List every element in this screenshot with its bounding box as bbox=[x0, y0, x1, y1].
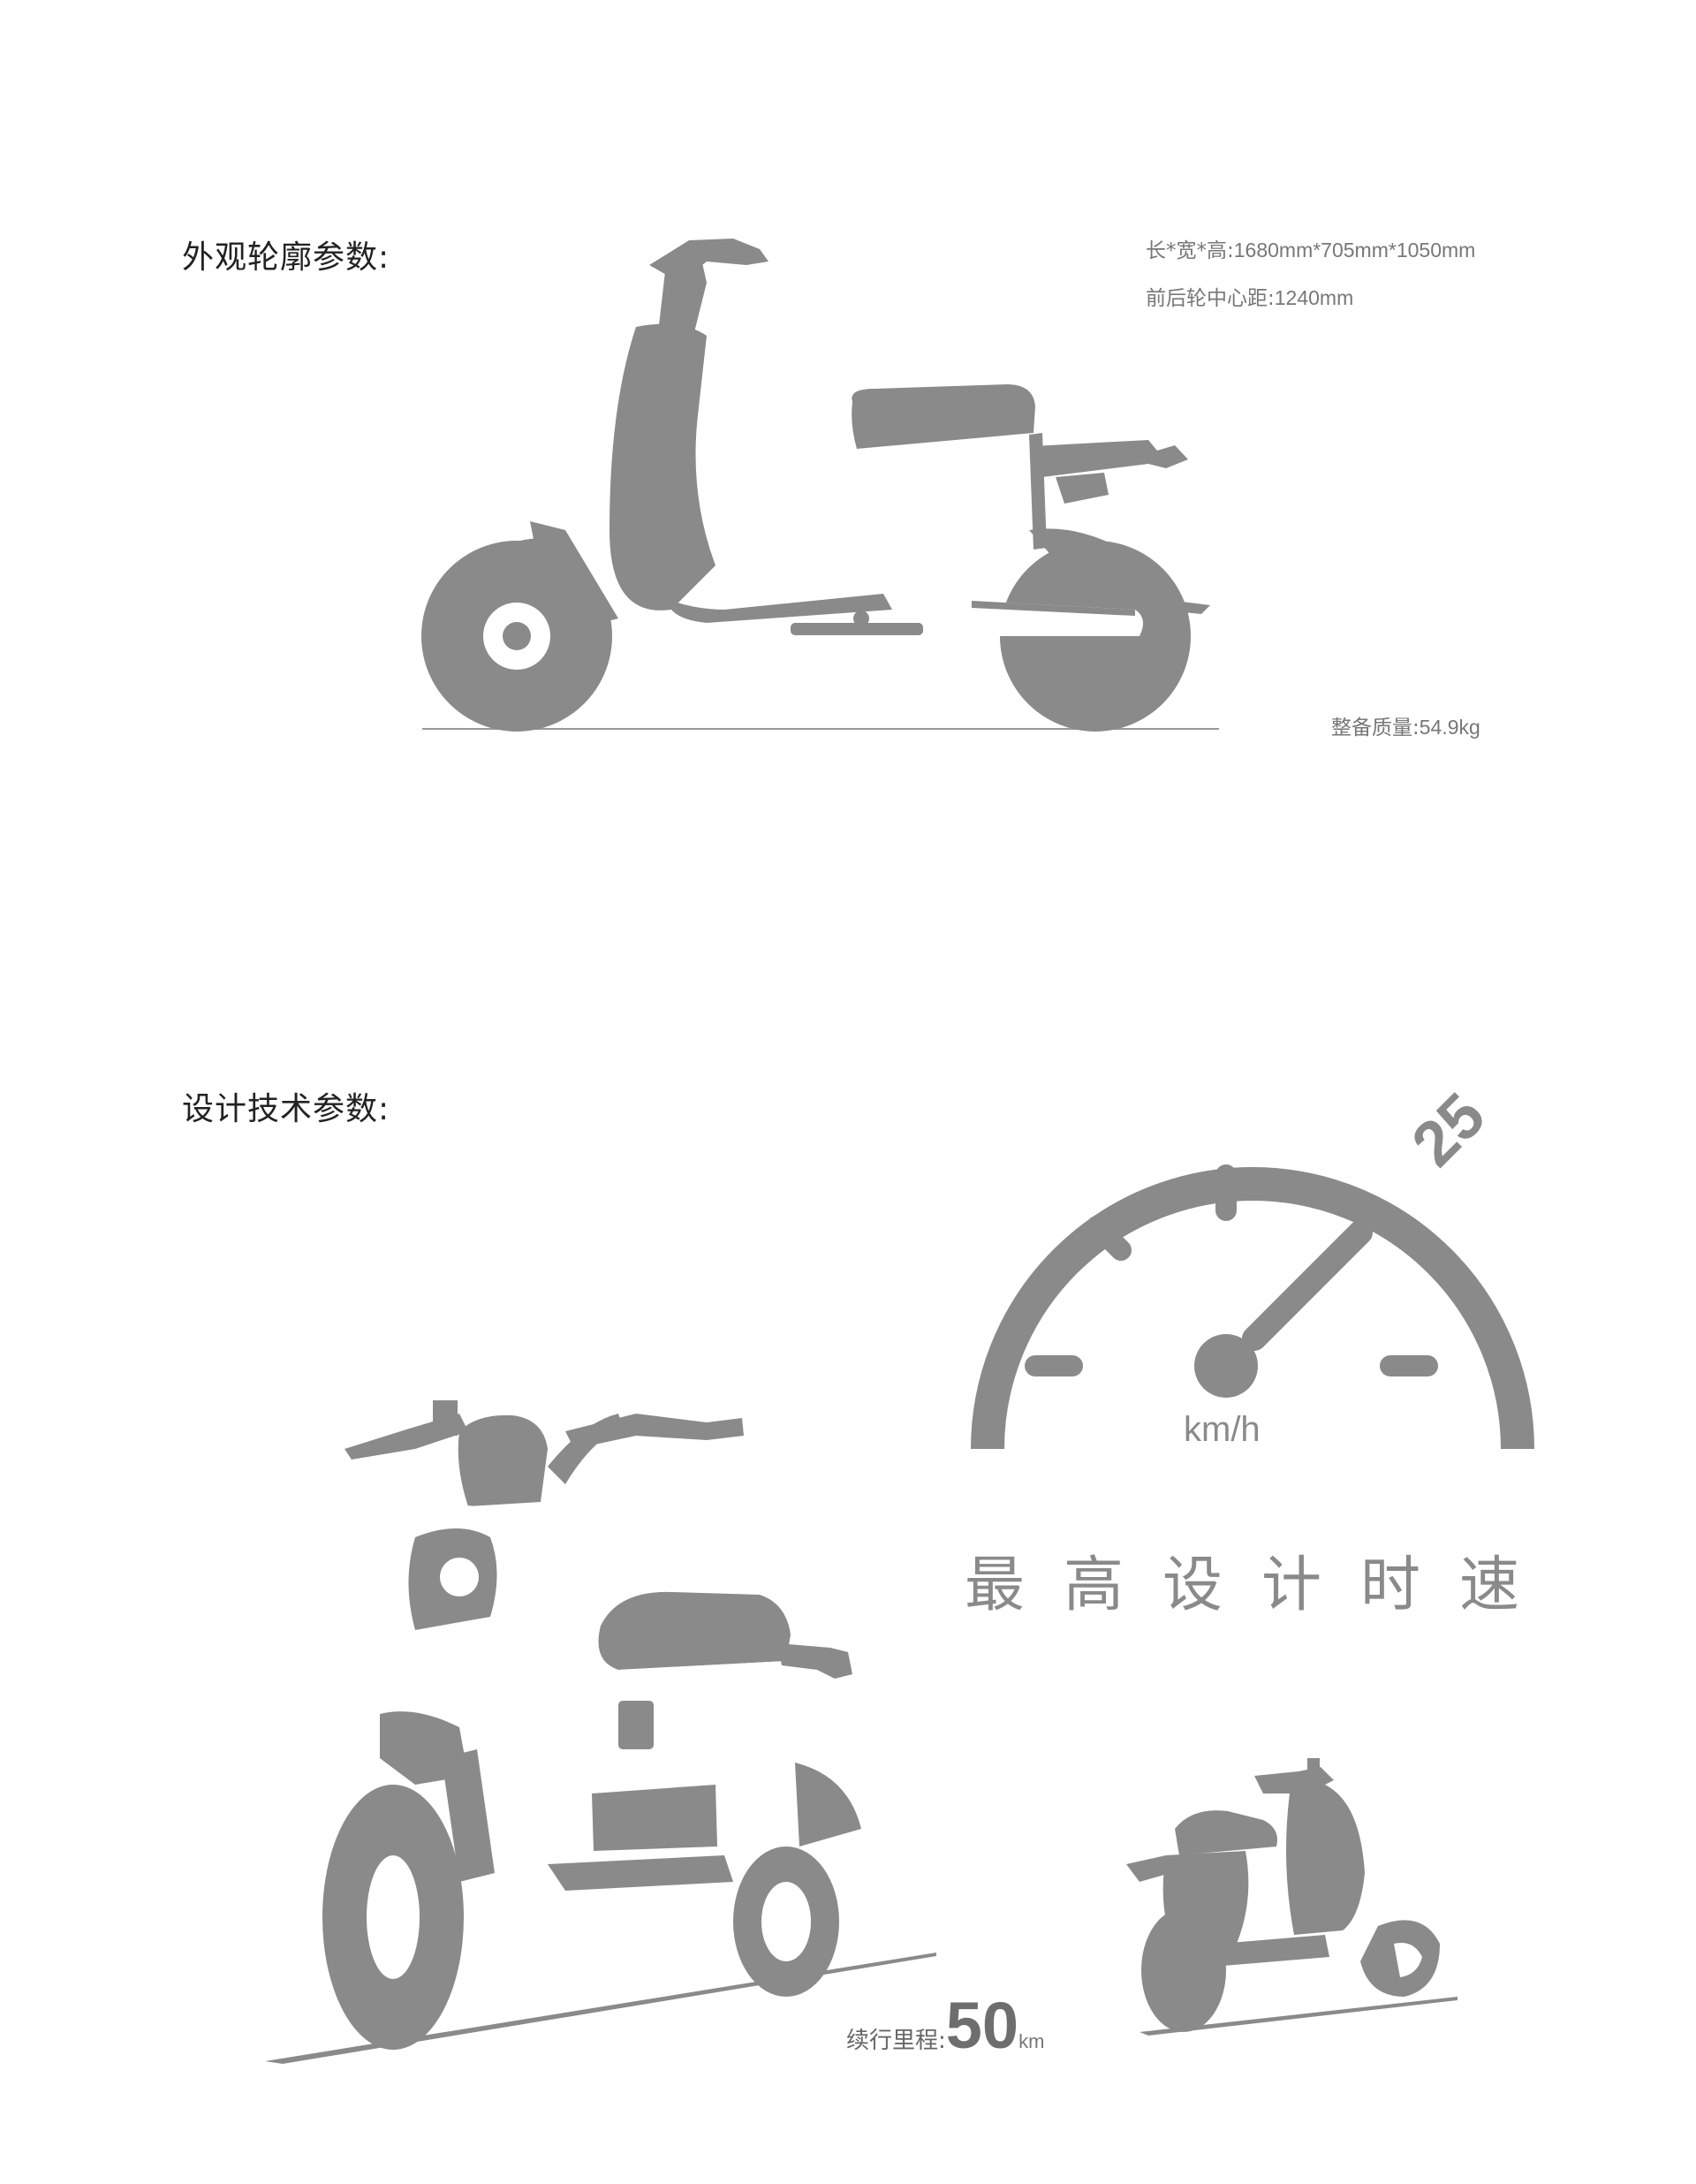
dimensions-spec: 长*宽*高:1680mm*705mm*1050mm bbox=[1146, 233, 1475, 263]
technical-section-title: 设计技术参数: bbox=[182, 1091, 390, 1127]
max-speed-caption: 最高设计时速 bbox=[965, 1551, 1559, 1620]
curb-weight-value: 54.9kg bbox=[1419, 716, 1480, 739]
scooter-side-view-image bbox=[421, 239, 1219, 732]
range-spec: 续行里程:50km bbox=[846, 1988, 1044, 2063]
range-value: 50 bbox=[945, 1989, 1019, 2062]
dimensions-value: 1680mm*705mm*1050mm bbox=[1233, 239, 1476, 262]
exterior-section-title: 外观轮廓参数: bbox=[182, 239, 390, 276]
range-label: 续行里程: bbox=[846, 2028, 946, 2054]
speedometer-gauge bbox=[971, 1164, 1534, 1450]
wheelbase-label: 前后轮中心距: bbox=[1146, 287, 1275, 310]
wheelbase-spec: 前后轮中心距:1240mm bbox=[1146, 281, 1353, 311]
speed-unit-label: km/h bbox=[1184, 1410, 1261, 1449]
wheelbase-value: 1240mm bbox=[1274, 286, 1354, 309]
curb-weight-label: 整备质量: bbox=[1331, 717, 1420, 739]
dimensions-label: 长*宽*高: bbox=[1146, 239, 1234, 262]
range-unit: km bbox=[1018, 2030, 1045, 2052]
curb-weight-spec: 整备质量:54.9kg bbox=[1331, 710, 1480, 740]
